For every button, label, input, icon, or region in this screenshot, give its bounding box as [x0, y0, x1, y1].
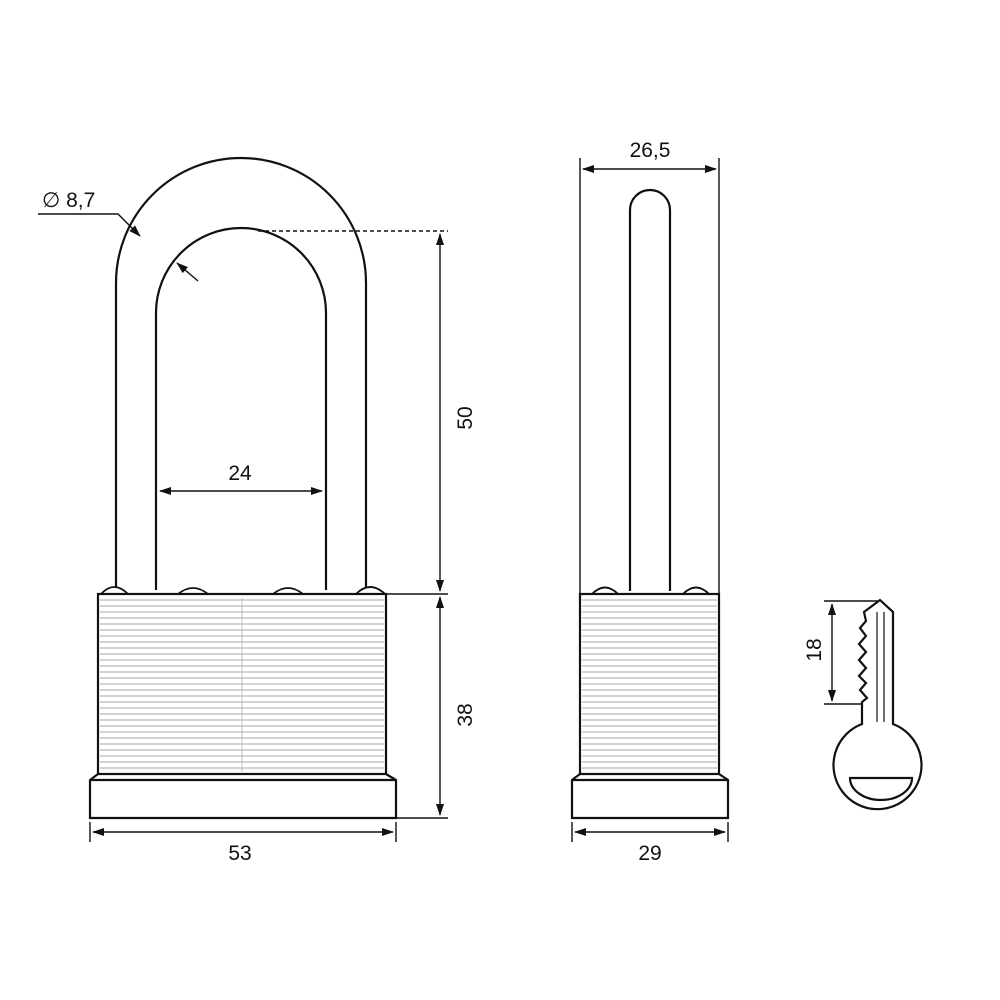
side-view — [570, 188, 730, 820]
shackle-side — [628, 188, 672, 591]
key-blade-length-label: 18 — [803, 638, 826, 661]
shackle-span-label: 26,5 — [630, 139, 671, 162]
rivets-side — [591, 586, 710, 595]
front-dimensions — [38, 213, 448, 842]
front-view — [88, 156, 398, 820]
body-side — [578, 592, 721, 776]
body-depth-label: 29 — [638, 842, 661, 865]
body-height-label: 38 — [454, 703, 477, 726]
key-bow-hole — [848, 776, 914, 802]
shackle-diameter-label: ∅ 8,7 — [42, 189, 95, 212]
shackle-clearance-height-label: 50 — [454, 406, 477, 429]
rivets-front — [100, 586, 386, 595]
shackle-front — [114, 156, 368, 590]
side-dimensions — [571, 158, 729, 842]
key-dimensions — [824, 600, 878, 705]
key — [832, 598, 923, 811]
body-laminations-side — [582, 599, 717, 769]
body-width-label: 53 — [228, 842, 251, 865]
key-outline — [832, 598, 923, 811]
shackle-inner-width-label: 24 — [228, 462, 252, 485]
body-front — [96, 592, 388, 776]
